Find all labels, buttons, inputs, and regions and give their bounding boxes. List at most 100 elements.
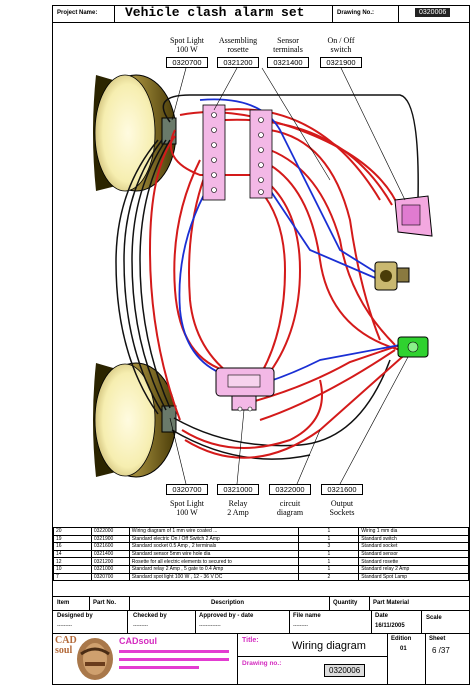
parts-cell-desc: Wiring diagram of 1 mm wire coated ... xyxy=(128,527,300,536)
label-output-sockets: Output Sockets xyxy=(329,499,355,517)
parts-cell-qty: 1 xyxy=(298,557,360,566)
title-area: Title: Wiring diagram Drawing no.: 03200… xyxy=(237,634,388,684)
parts-cell-desc: Rosette for all electric elements to sec… xyxy=(128,557,300,566)
approved-by-value: ------------- xyxy=(199,623,221,629)
black-wires xyxy=(115,94,419,460)
cadsoul-logo: CAD soul xyxy=(55,636,117,682)
parts-header-row: Item Part No. Description Quantity Part … xyxy=(53,596,469,611)
parts-cell-desc: Standard electric On / Off Switch 2 Amp xyxy=(128,534,300,544)
parts-cell-item: 16 xyxy=(53,542,92,551)
code-sensor-terminals: 0321400 xyxy=(267,57,309,68)
sheet-label: Sheet xyxy=(429,636,446,642)
drawing-label: Drawing No.: xyxy=(337,10,374,16)
label-spot-light-top: Spot Light 100 W xyxy=(169,36,204,54)
file-name-label: File name xyxy=(293,613,321,619)
rosette-terminals xyxy=(202,104,273,201)
scale-label: Scale xyxy=(426,615,442,621)
leader-lines xyxy=(169,67,409,485)
parts-cell-material: Wiring 1 mm dia xyxy=(358,527,469,536)
parts-cell-material: Standard relay 2 Amp xyxy=(358,564,469,574)
parts-cell-item: 10 xyxy=(53,564,92,574)
parts-cell-desc: Standard sensor 5mm wire hole dia xyxy=(128,549,300,559)
parts-cell-desc: Standard spot light 100 W , 12 - 36 V DC xyxy=(128,572,300,582)
parts-cell-material: Standard Spot Lamp xyxy=(358,572,469,582)
code-circuit-diagram: 0322000 xyxy=(269,484,311,495)
spotlight-bottom xyxy=(93,362,177,478)
parts-cell-qty: 1 xyxy=(298,527,360,536)
drawing-title: Wiring diagram xyxy=(292,640,366,652)
output-socket xyxy=(397,336,429,358)
designed-by-value: --------- xyxy=(57,623,72,629)
approved-by-label: Approved by - date xyxy=(199,613,254,619)
parts-cell-qty: 1 xyxy=(298,549,360,559)
spotlight-top xyxy=(93,74,177,192)
parts-cell-desc: Standard socket 0.5 Amp , 2 terminals xyxy=(128,542,300,551)
parts-cell-desc: Standard relay 2 Amp , 5 gate to 0.4 Amp xyxy=(128,564,300,574)
parts-cell-qty: 1 xyxy=(298,534,360,544)
parts-cell-part: 0321400 xyxy=(90,549,130,559)
parts-cell-qty: 2 xyxy=(298,572,360,582)
sensor xyxy=(374,261,410,291)
parts-header-description: Description xyxy=(211,600,245,606)
project-name-cell: Vehicle clash alarm set xyxy=(115,5,333,22)
logo-letters: CAD soul xyxy=(55,636,77,682)
brand-bar-3 xyxy=(119,666,199,669)
parts-cell-part: 0321200 xyxy=(90,557,130,566)
title-label: Title: xyxy=(242,637,259,644)
parts-cell-material: Standard sensor xyxy=(358,549,469,559)
parts-cell-part: 0321600 xyxy=(90,542,130,551)
parts-header-quantity: Quantity xyxy=(333,600,358,606)
approval-row: Designed by --------- Checked by -------… xyxy=(53,611,469,634)
parts-header-item: Item xyxy=(57,600,70,606)
code-on-off-switch: 0321900 xyxy=(320,57,362,68)
header-bar: Project Name: Vehicle clash alarm set Dr… xyxy=(53,5,469,23)
edition-cell: Edition 01 xyxy=(387,634,426,684)
parts-cell-item: 7 xyxy=(53,572,92,582)
project-label-cell: Project Name: xyxy=(53,6,115,22)
drawing-no-label: Drawing no.: xyxy=(242,660,282,667)
relay xyxy=(215,367,275,412)
project-name: Vehicle clash alarm set xyxy=(125,5,305,20)
label-circuit-diagram: circuit diagram xyxy=(276,499,304,517)
edition-label: Edition xyxy=(391,636,412,642)
sheet-value: 6 /37 xyxy=(432,646,450,655)
drawing-no: 0320006 xyxy=(415,8,451,17)
parts-cell-item: 12 xyxy=(53,557,92,566)
parts-cell-item: 20 xyxy=(53,527,92,536)
title-block: CAD soul CADsoul Title: Wiring diagram D… xyxy=(53,634,469,684)
parts-cell-item: 14 xyxy=(53,549,92,559)
label-relay: Relay 2 Amp xyxy=(227,499,249,517)
label-sensor-terminals: Sensor terminals xyxy=(273,36,303,54)
code-spot-light-top: 0320700 xyxy=(166,57,208,68)
brand-bar-2 xyxy=(119,658,229,661)
code-relay: 0321000 xyxy=(217,484,259,495)
parts-header-material: Part Material xyxy=(373,600,410,606)
parts-cell-qty: 1 xyxy=(298,564,360,574)
parts-cell-material: Standard switch xyxy=(358,534,469,544)
label-on-off-switch: On / Off switch xyxy=(327,36,355,54)
face-icon xyxy=(77,638,113,680)
parts-cell-part: 0321900 xyxy=(90,534,130,544)
edition-value: 01 xyxy=(400,646,407,652)
designed-by-label: Designed by xyxy=(57,613,93,619)
code-assembling-rosette: 0321200 xyxy=(217,57,259,68)
parts-cell-part: 0321000 xyxy=(90,564,130,574)
checked-by-label: Checked by xyxy=(133,613,167,619)
red-wires xyxy=(148,108,411,459)
logo-brand-text: CADsoul xyxy=(119,636,157,646)
checked-by-value: --------- xyxy=(133,623,148,629)
parts-cell-qty: 3 xyxy=(298,542,360,551)
title-drawing-no: 0320006 xyxy=(324,664,366,677)
drawing-label-cell: Drawing No.: xyxy=(333,6,399,22)
on-off-switch xyxy=(394,195,433,237)
parts-cell-material: Standard socket xyxy=(358,542,469,551)
parts-cell-part: 0322000 xyxy=(90,527,130,536)
parts-header-part-no: Part No. xyxy=(93,600,117,606)
drawing-no-cell: 0320006 xyxy=(399,6,469,22)
